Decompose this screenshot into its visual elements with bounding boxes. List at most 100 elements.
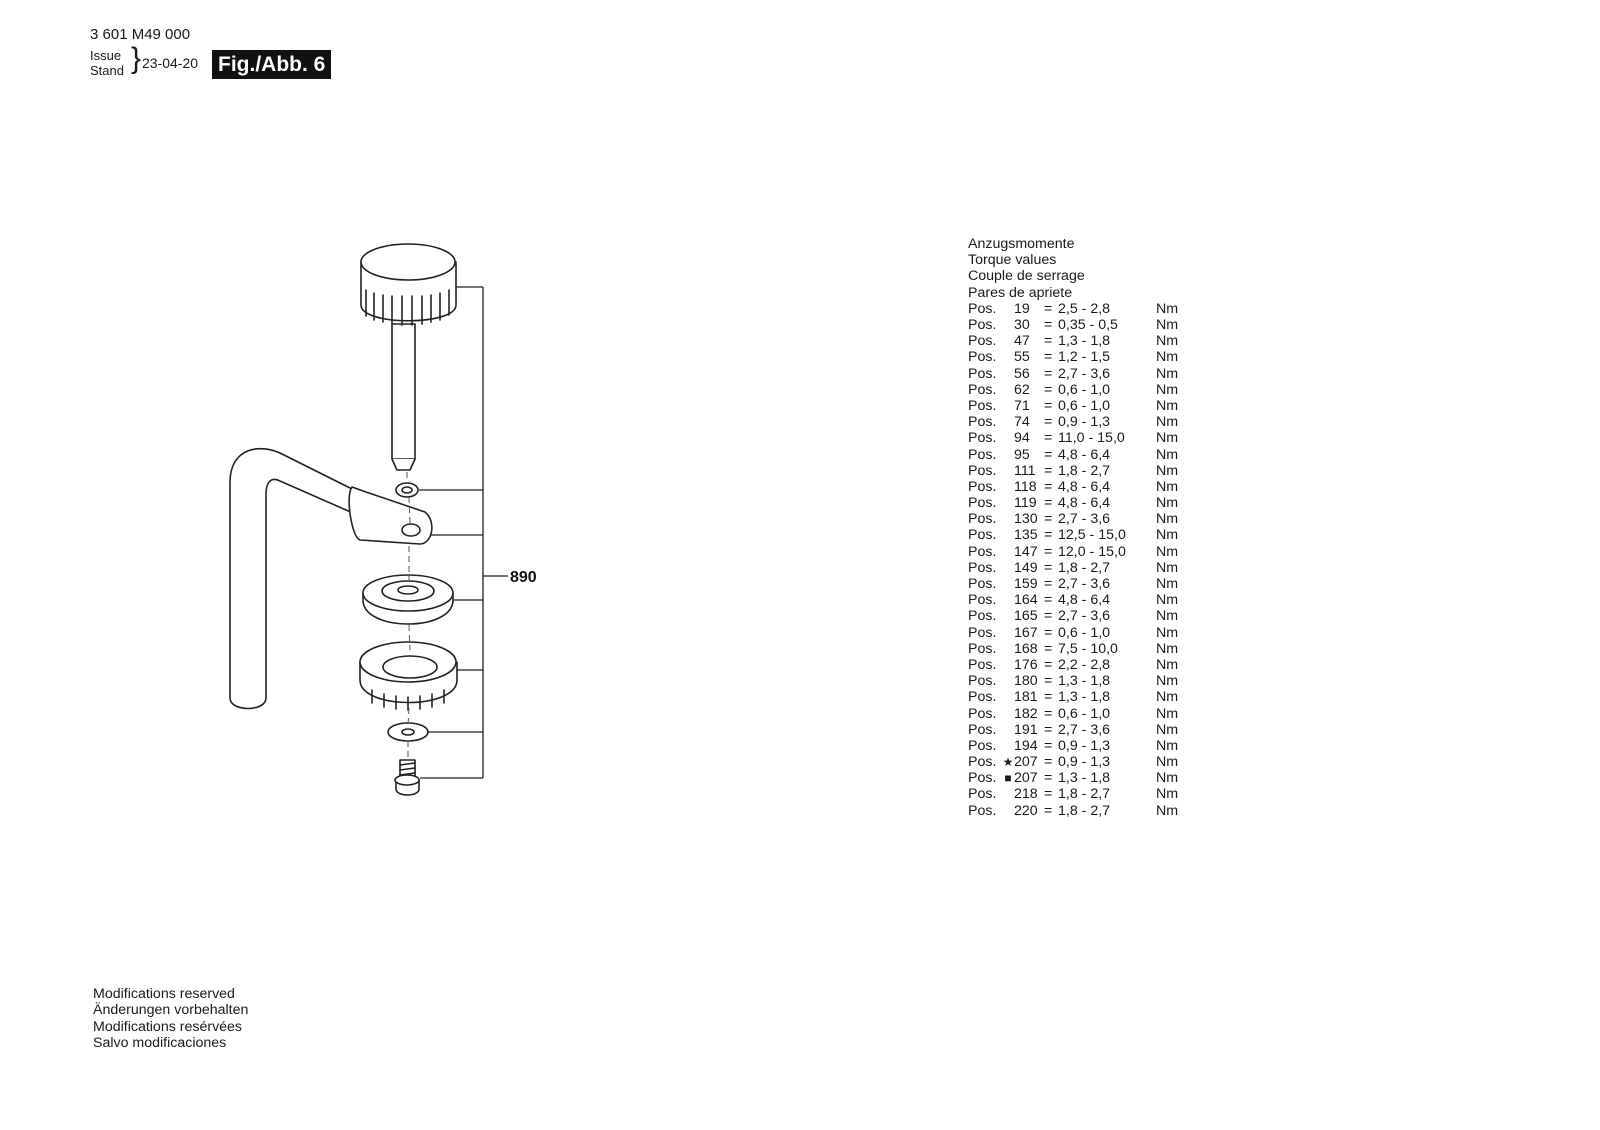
torque-eq: = — [1044, 705, 1053, 722]
torque-pos: Pos. — [968, 737, 997, 754]
torque-pos: Pos. — [968, 495, 997, 512]
torque-value: 12,5 - 15,0 — [1058, 527, 1126, 544]
torque-unit: Nm — [1156, 478, 1179, 495]
torque-eq: = — [1044, 333, 1053, 350]
torque-value: 0,9 - 1,3 — [1058, 414, 1111, 431]
torque-pos: Pos. — [968, 414, 997, 431]
torque-value: 0,35 - 0,5 — [1058, 317, 1118, 333]
issue-label: Issue — [90, 48, 122, 63]
torque-unit: Nm — [1156, 608, 1179, 625]
torque-pos: Pos. — [968, 689, 997, 706]
torque-pos: Pos. — [968, 317, 997, 333]
torque-title-en: Torque values — [968, 252, 1057, 269]
torque-value: 4,8 - 6,4 — [1058, 592, 1111, 609]
torque-num: 130 — [1014, 511, 1038, 528]
torque-value: 1,3 - 1,8 — [1058, 689, 1111, 706]
torque-unit: Nm — [1156, 705, 1179, 722]
torque-value: 2,2 - 2,8 — [1058, 656, 1111, 673]
torque-value: 11,0 - 15,0 — [1058, 430, 1125, 447]
torque-eq: = — [1044, 397, 1053, 414]
torque-unit: Nm — [1156, 802, 1179, 819]
figure-label: Fig./Abb. 6 — [212, 50, 332, 79]
modifications-notice: Modifications reserved Änderungen vorbeh… — [93, 986, 248, 1052]
torque-eq: = — [1044, 656, 1053, 673]
torque-num: 191 — [1014, 721, 1038, 738]
torque-num: 194 — [1014, 737, 1038, 754]
torque-unit: Nm — [1156, 381, 1179, 398]
document-code: 3 601 M49 000 — [90, 26, 191, 43]
torque-title-de: Anzugsmomente — [968, 236, 1075, 252]
torque-value: 2,7 - 3,6 — [1058, 576, 1111, 592]
torque-row: Pos. 74 = 0,9 - 1,3 Nm — [968, 414, 1178, 430]
torque-value: 2,5 - 2,8 — [1058, 300, 1111, 317]
torque-eq: = — [1044, 770, 1053, 787]
torque-pos: Pos. — [968, 527, 997, 544]
bent-rod-arm — [229, 447, 433, 710]
torque-value: 1,3 - 1,8 — [1058, 333, 1111, 350]
torque-eq: = — [1044, 721, 1053, 738]
footer-line-de: Änderungen vorbehalten — [93, 1002, 249, 1019]
torque-pos: Pos. — [968, 786, 997, 803]
torque-pos: Pos. — [968, 511, 997, 528]
torque-num: 180 — [1014, 673, 1038, 690]
torque-unit: Nm — [1156, 527, 1179, 544]
torque-num: 167 — [1014, 624, 1038, 641]
torque-num: 74 — [1014, 414, 1030, 431]
torque-value: 0,6 - 1,0 — [1058, 705, 1111, 722]
torque-num: 164 — [1014, 592, 1038, 609]
torque-value: 4,8 - 6,4 — [1058, 478, 1111, 495]
torque-unit: Nm — [1156, 462, 1179, 479]
torque-value: 2,7 - 3,6 — [1058, 365, 1111, 382]
torque-pos: Pos. — [968, 446, 997, 463]
torque-unit: Nm — [1156, 576, 1179, 592]
torque-pos: Pos. — [968, 673, 997, 690]
issue-stand-labels: Issue Stand — [90, 48, 124, 78]
torque-title-fr: Couple de serrage — [968, 268, 1085, 285]
torque-eq: = — [1044, 754, 1053, 771]
torque-value: 4,8 - 6,4 — [1058, 495, 1111, 512]
torque-pos: Pos. — [968, 608, 997, 625]
torque-eq: = — [1044, 802, 1053, 819]
torque-num: 30 — [1014, 317, 1030, 333]
torque-value: 0,6 - 1,0 — [1058, 397, 1111, 414]
torque-num: 62 — [1014, 381, 1030, 398]
torque-unit: Nm — [1156, 495, 1179, 512]
torque-eq: = — [1044, 365, 1053, 382]
torque-num: 94 — [1014, 430, 1030, 447]
torque-eq: = — [1044, 430, 1053, 447]
torque-pos: Pos. — [968, 430, 997, 447]
torque-eq: = — [1044, 349, 1053, 366]
torque-value: 0,6 - 1,0 — [1058, 381, 1111, 398]
torque-unit: Nm — [1156, 430, 1179, 447]
small-washer — [395, 482, 419, 498]
torque-value: 4,8 - 6,4 — [1058, 446, 1111, 463]
brace-icon: } — [131, 42, 142, 75]
torque-unit: Nm — [1156, 414, 1179, 431]
torque-eq: = — [1044, 446, 1053, 463]
torque-eq: = — [1044, 414, 1053, 431]
torque-eq: = — [1044, 543, 1053, 560]
torque-eq: = — [1044, 673, 1053, 690]
clamping-knob — [360, 243, 457, 471]
torque-eq: = — [1044, 381, 1053, 398]
torque-unit: Nm — [1156, 349, 1179, 366]
torque-pos: Pos. — [968, 365, 997, 382]
torque-mark: ■ — [1004, 771, 1012, 786]
torque-pos: Pos. — [968, 802, 997, 819]
footer-line-fr: Modifications resérvées — [93, 1018, 243, 1035]
